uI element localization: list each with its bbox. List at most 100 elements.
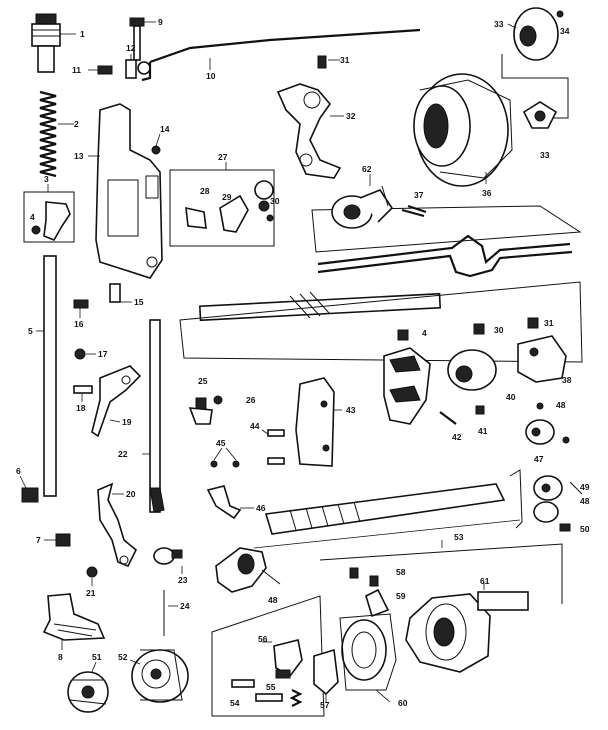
callout-52: 52 (118, 652, 128, 662)
callout-12: 12 (126, 43, 136, 53)
part-31-screw-top (317, 55, 340, 69)
callout-20: 20 (126, 489, 136, 499)
part-37-pin (407, 204, 427, 214)
part-48-hook (215, 547, 281, 593)
callout-24: 24 (180, 601, 190, 611)
shaft-main (179, 281, 583, 363)
part-8-presser-foot (42, 593, 106, 650)
callout-11: 11 (72, 65, 81, 75)
part-36-handwheel (413, 73, 513, 187)
part-19-lever (91, 365, 142, 438)
callout-3: 3 (44, 174, 49, 184)
callout-4: 4 (30, 212, 35, 222)
callout-1: 1 (80, 29, 85, 39)
part-13-frame (88, 103, 163, 279)
callout-27: 27 (218, 152, 228, 162)
callout-15: 15 (134, 297, 144, 307)
callout-13: 13 (74, 151, 84, 161)
part-49-50-gears (509, 469, 583, 532)
part-10-rod (137, 28, 421, 82)
part-3-box (23, 184, 75, 243)
callout-38: 38 (562, 375, 572, 385)
part-58-59-screws (349, 567, 390, 618)
part-24-needle (163, 590, 178, 636)
part-44-screws (261, 429, 285, 465)
callout-44: 44 (250, 421, 260, 431)
part-25-26-guide (188, 395, 223, 425)
callout-47: 47 (534, 454, 544, 464)
callout-18: 18 (76, 403, 86, 413)
callout-49: 49 (580, 482, 590, 492)
callout-28: 28 (200, 186, 210, 196)
callout-62: 62 (362, 164, 372, 174)
part-1-screw-cap (31, 13, 76, 73)
callout-42: 42 (452, 432, 462, 442)
callout-57: 57 (320, 700, 330, 710)
callout-33: 33 (494, 19, 504, 29)
part-30-collar (447, 323, 497, 391)
callout-40: 40 (506, 392, 516, 402)
part-45-screws (210, 447, 240, 468)
callout-29: 29 (222, 192, 232, 202)
callout-9: 9 (158, 17, 163, 27)
part-33-34-gear (501, 7, 569, 129)
part-31-cam (517, 317, 567, 383)
callout-31: 31 (340, 55, 350, 65)
callout-14: 14 (160, 124, 170, 134)
callout-48c: 48 (268, 595, 278, 605)
callout-54: 54 (230, 698, 240, 708)
part-4-cam (383, 329, 431, 425)
callout-7: 7 (36, 535, 41, 545)
part-57-spring (313, 648, 339, 702)
callout-22: 22 (118, 449, 128, 459)
part-51-bobbin (67, 661, 109, 713)
part-9-pin (129, 17, 156, 61)
part-6-screw (19, 475, 39, 503)
callout-51: 51 (92, 652, 102, 662)
callout-36: 36 (482, 188, 492, 198)
part-17-screw (74, 348, 96, 360)
part-23-clamp (153, 547, 183, 574)
part-12-pin (125, 54, 137, 79)
callout-48b: 48 (580, 496, 590, 506)
part-62-gear-box (311, 174, 582, 253)
part-21-screw (86, 566, 98, 586)
callout-4b: 4 (422, 328, 427, 338)
callout-21: 21 (86, 588, 96, 598)
callout-16: 16 (74, 319, 84, 329)
callout-41: 41 (478, 426, 488, 436)
callout-50: 50 (580, 524, 590, 534)
callout-8: 8 (58, 652, 63, 662)
callout-26: 26 (246, 395, 256, 405)
part-56-bracket (262, 639, 303, 678)
callout-43: 43 (346, 405, 356, 415)
callout-61: 61 (480, 576, 490, 586)
callout-31b: 31 (544, 318, 554, 328)
callout-2: 2 (74, 119, 79, 129)
callout-34: 34 (560, 26, 570, 36)
shaft-crank-upper (317, 234, 573, 278)
callout-33b: 33 (540, 150, 550, 160)
part-41-42-pins (439, 405, 485, 425)
part-61-hook-shaft (405, 582, 529, 673)
part-15-pin (109, 283, 132, 303)
part-2-spring (39, 90, 74, 178)
callout-58: 58 (396, 567, 406, 577)
part-27-assembly (169, 162, 275, 247)
part-43-plate (295, 377, 342, 467)
part-18-screw (73, 385, 93, 402)
part-46-spring (206, 485, 254, 520)
part-32-linkage (276, 83, 344, 179)
callout-32: 32 (346, 111, 356, 121)
callout-6: 6 (16, 466, 21, 476)
callout-5: 5 (28, 326, 33, 336)
callout-17: 17 (98, 349, 108, 359)
callout-37: 37 (414, 190, 424, 200)
part-47-collar (525, 402, 570, 445)
callout-59: 59 (396, 591, 406, 601)
part-53-bracket (319, 540, 563, 604)
callout-55: 55 (266, 682, 276, 692)
part-16-screw (73, 299, 89, 318)
callout-46: 46 (256, 503, 266, 513)
